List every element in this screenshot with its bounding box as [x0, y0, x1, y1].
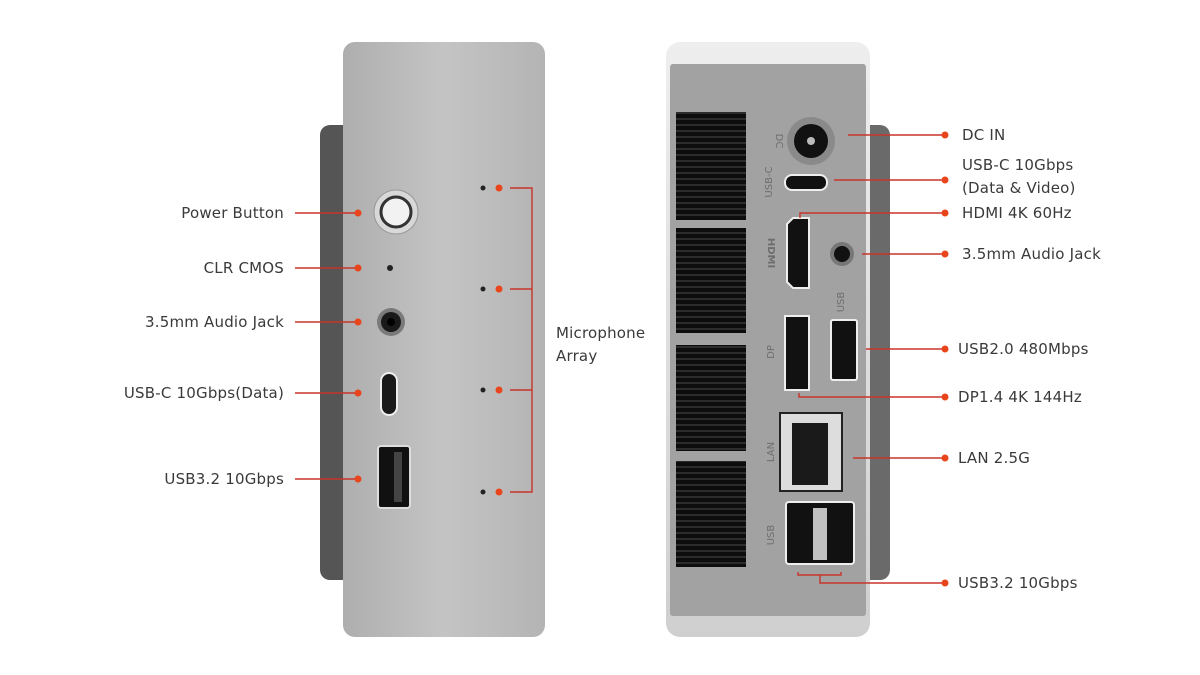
usb2-port-icon — [830, 319, 858, 381]
svg-text:USB: USB — [766, 525, 777, 546]
svg-text:USB-C: USB-C — [764, 166, 775, 197]
left-callouts — [295, 184, 533, 496]
port-markings: DC USB-C HDMI USB DP LAN USB — [764, 134, 847, 546]
usb-c-port-icon — [784, 174, 828, 191]
usb32-dual-port-icon — [785, 501, 855, 565]
usb-c-port-icon — [380, 372, 398, 416]
svg-text:USB: USB — [836, 292, 847, 313]
label-microphone-array: Microphone Array — [556, 322, 645, 368]
right-callouts — [797, 131, 949, 587]
svg-text:LAN: LAN — [766, 442, 777, 462]
audio-jack-icon — [377, 308, 405, 336]
label-audio-jack: 3.5mm Audio Jack — [145, 313, 284, 331]
usb-a-port-icon — [377, 445, 411, 509]
label-power-button: Power Button — [181, 204, 284, 222]
svg-text:DC: DC — [773, 134, 784, 149]
vent-icon — [676, 345, 746, 451]
label-hdmi: HDMI 4K 60Hz — [962, 204, 1072, 222]
label-mic-line1: Microphone — [556, 324, 646, 342]
audio-jack-icon — [830, 242, 854, 266]
svg-text:DP: DP — [766, 345, 777, 359]
lan-port-icon — [779, 412, 843, 492]
displayport-port-icon — [784, 315, 810, 391]
label-usb32: USB3.2 10Gbps — [164, 470, 284, 488]
label-lan: LAN 2.5G — [958, 449, 1031, 467]
clr-cmos-hole-icon — [387, 265, 393, 271]
label-usbc-line2: (Data & Video) — [962, 179, 1076, 197]
label-usbc-line1: USB-C 10Gbps — [962, 156, 1074, 174]
rear-device: DC USB-C HDMI USB DP LAN USB — [666, 42, 890, 637]
hdmi-port-icon — [786, 217, 810, 289]
vent-icon — [676, 461, 746, 567]
label-usb-c: USB-C 10Gbps(Data) — [123, 384, 284, 402]
label-dc-in: DC IN — [962, 126, 1006, 144]
microphone-holes — [480, 185, 486, 495]
vent-icon — [676, 112, 746, 220]
label-clr-cmos: CLR CMOS — [203, 259, 284, 277]
vent-icon — [676, 228, 746, 333]
svg-text:HDMI: HDMI — [765, 238, 776, 268]
label-usb32-rear: USB3.2 10Gbps — [958, 574, 1078, 592]
power-button-icon — [373, 189, 419, 235]
dc-in-port-icon — [787, 117, 835, 165]
label-usb-c: USB-C 10Gbps (Data & Video) — [962, 154, 1076, 200]
left-side-device — [320, 42, 545, 637]
label-audio-jack-rear: 3.5mm Audio Jack — [962, 245, 1101, 263]
label-usb20: USB2.0 480Mbps — [958, 340, 1089, 358]
label-dp: DP1.4 4K 144Hz — [958, 388, 1082, 406]
label-mic-line2: Array — [556, 347, 598, 365]
